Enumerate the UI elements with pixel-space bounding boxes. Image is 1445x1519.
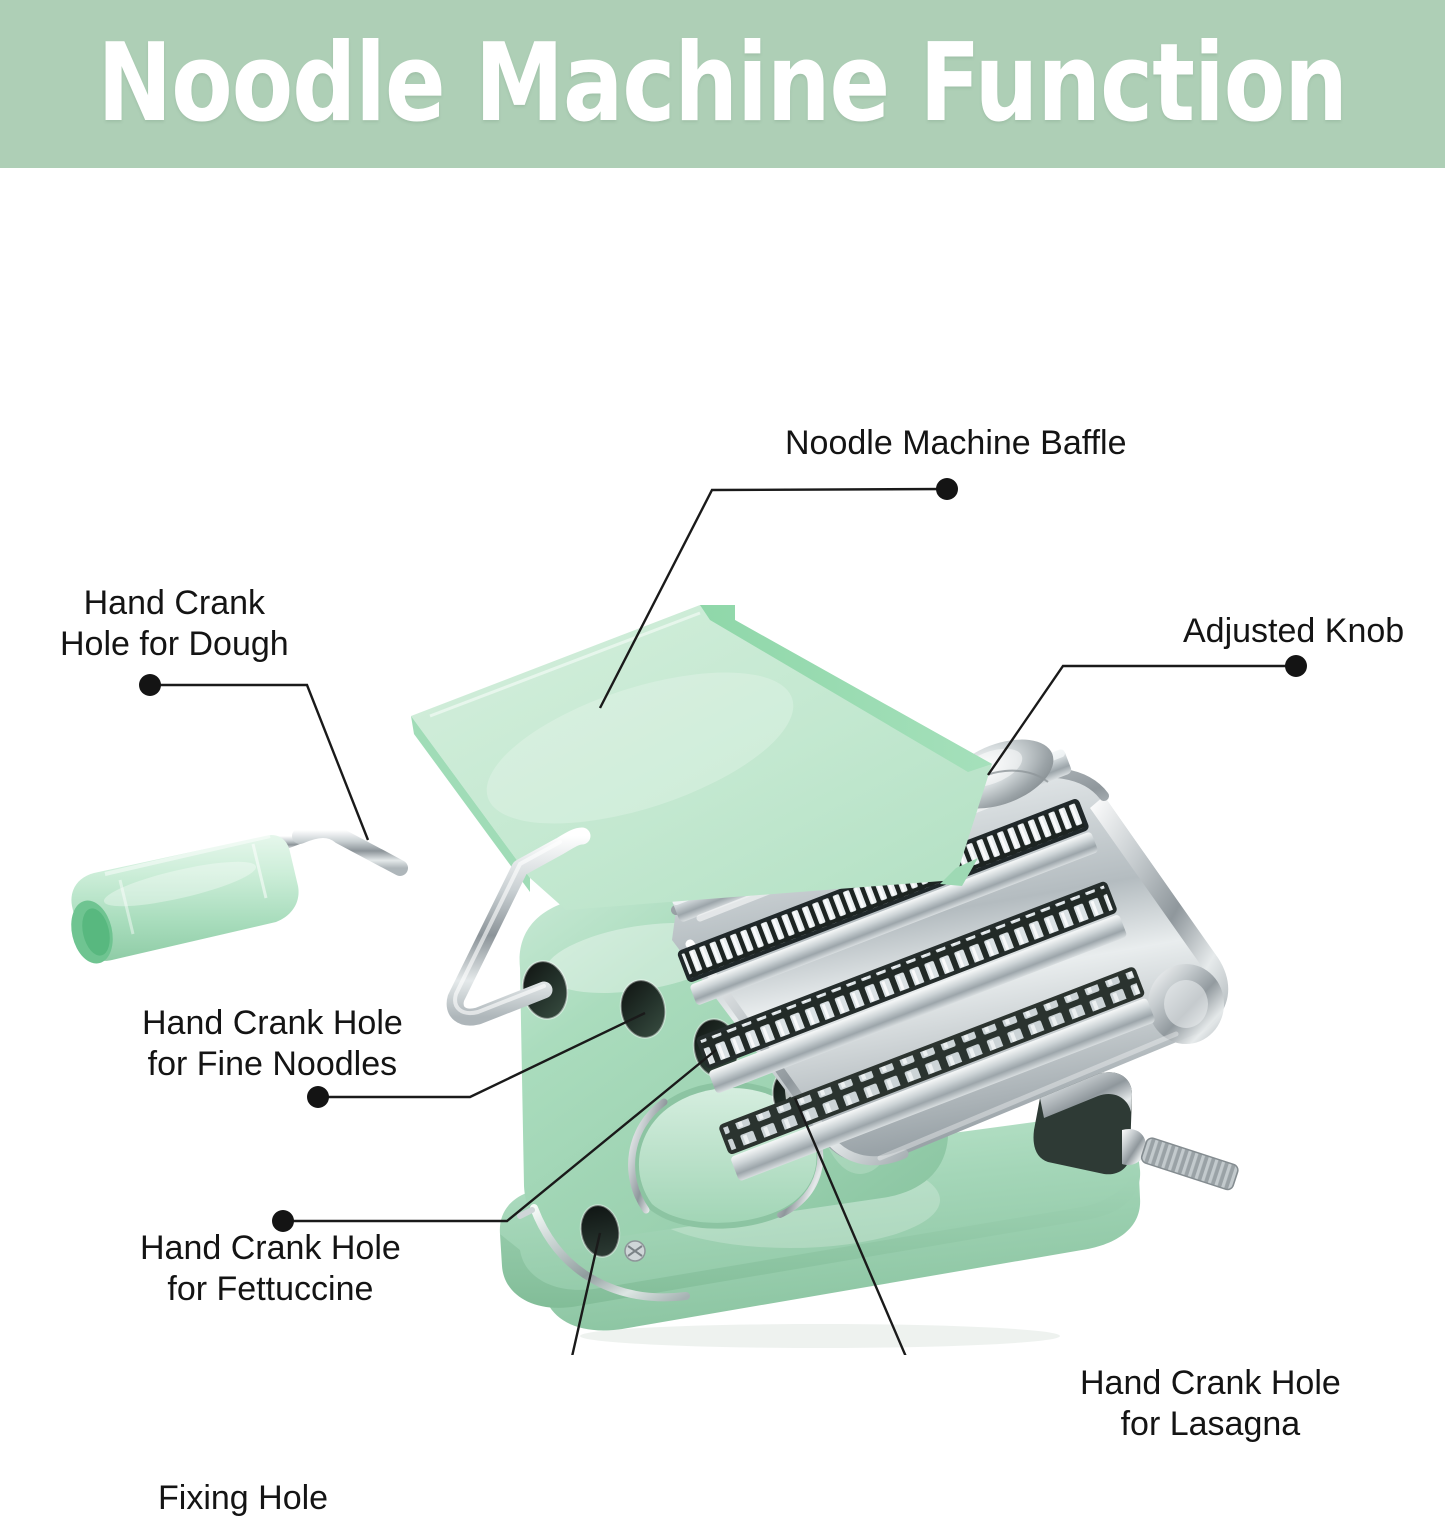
callout-dots (139, 478, 1307, 1232)
callout-line: for Lasagna (1120, 1405, 1301, 1444)
callout-label-noodle-machine-baffle: Noodle Machine Baffle (785, 423, 1126, 464)
crank-grip (71, 834, 299, 964)
dot-hand-crank-hole-for-dough (139, 674, 161, 696)
callout-line: for Fine Noodles (147, 1045, 398, 1084)
callout-label-adjusted-knob: Adjusted Knob (1183, 611, 1404, 652)
leader-fixing-hole (571, 1232, 602, 1355)
product-diagram: Noodle Machine Baffle Hand Crank Hole fo… (0, 168, 1445, 1517)
callout-label-hand-crank-hole-for-dough: Hand Crank Hole for Dough (60, 583, 289, 666)
callout-line: Fixing Hole (158, 1479, 329, 1517)
callout-line: Hand Crank Hole (140, 1229, 401, 1267)
base-screw (624, 1240, 646, 1262)
dot-hand-crank-hole-for-fettuccine (272, 1210, 294, 1232)
pasta-machine-illustration (71, 478, 1307, 1355)
leader-noodle-machine-baffle (598, 487, 948, 709)
callout-label-hand-crank-hole-for-lasagna: Hand Crank Hole for Lasagna (1080, 1363, 1341, 1446)
leader-hand-crank-hole-for-fettuccine (283, 1049, 717, 1223)
leader-adjusted-knob (987, 664, 1296, 776)
header-banner: Noodle Machine Function (0, 0, 1445, 168)
clamp-lever (1033, 1072, 1239, 1191)
callout-label-fixing-hole: Fixing Hole (158, 1478, 328, 1519)
callout-label-hand-crank-hole-for-fettuccine: Hand Crank Hole for Fettuccine (140, 1228, 401, 1311)
callout-line: Noodle Machine Baffle (785, 424, 1127, 462)
dot-noodle-machine-baffle (936, 478, 958, 500)
artboard: Noodle Machine Baffle Hand Crank Hole fo… (0, 168, 1445, 1517)
callout-line: Hole for Dough (60, 625, 289, 664)
dot-hand-crank-hole-for-fine-noodles (307, 1086, 329, 1108)
noodle-machine-baffle (411, 605, 992, 910)
callout-line: Adjusted Knob (1183, 612, 1405, 650)
callout-label-hand-crank-hole-for-fine-noodles: Hand Crank Hole for Fine Noodles (142, 1003, 403, 1086)
callout-leaders (150, 487, 1296, 1355)
leader-hand-crank-hole-for-fine-noodles (318, 1011, 646, 1099)
fixing-hole (579, 1204, 621, 1258)
callout-line: Hand Crank Hole (142, 1004, 403, 1042)
callout-line: Hand Crank (83, 584, 266, 622)
callout-line: for Fettuccine (167, 1270, 374, 1309)
dot-adjusted-knob (1285, 655, 1307, 677)
hand-crank-hole-fine-noodles (619, 979, 667, 1039)
callout-line: Hand Crank Hole (1080, 1364, 1341, 1402)
hand-crank (71, 822, 591, 1026)
leader-hand-crank-hole-for-dough (150, 683, 370, 841)
leader-hand-crank-hole-for-lasagna (793, 1097, 907, 1355)
page-title: Noodle Machine Function (97, 21, 1349, 146)
